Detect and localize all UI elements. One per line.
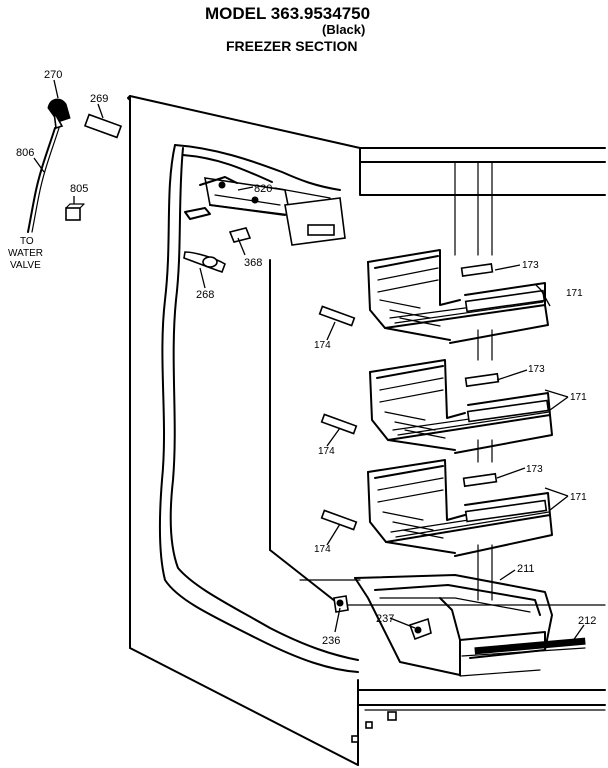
callout-211: 211 (517, 563, 535, 575)
water-label-line2: WATER (8, 248, 43, 259)
callout-368: 368 (244, 257, 262, 269)
callout-174-upper: 174 (314, 340, 331, 351)
callout-805: 805 (70, 183, 88, 195)
section-title: FREEZER SECTION (226, 38, 358, 54)
callout-174-lower: 174 (314, 544, 331, 555)
cabinet-shell (127, 95, 606, 766)
callout-labels: 270 269 806 805 820 368 268 173 171 174 … (8, 69, 596, 647)
diagram-title: MODEL 363.9534750 (205, 4, 371, 23)
callout-171-upper: 171 (566, 288, 583, 299)
callout-212: 212 (578, 615, 596, 627)
callout-171-lower: 171 (570, 492, 587, 503)
callout-171-middle: 171 (570, 392, 587, 403)
callout-236: 236 (322, 635, 340, 647)
base-details (351, 711, 397, 743)
icemaker-small-parts (183, 227, 252, 274)
callout-237: 237 (376, 613, 394, 625)
callout-174-middle: 174 (318, 446, 335, 457)
leader-lines (33, 79, 585, 646)
model-variant: (Black) (322, 22, 366, 37)
freezer-liner (158, 144, 606, 673)
callout-173-middle: 173 (528, 364, 545, 375)
callout-173-lower: 173 (526, 464, 543, 475)
water-label-line1: TO (20, 236, 34, 247)
lower-basket-shelf (320, 459, 553, 557)
callout-268: 268 (196, 289, 214, 301)
rear-wall-ribs (454, 161, 493, 601)
middle-basket-shelf (320, 359, 553, 454)
bottom-bin (354, 574, 586, 677)
water-label-line3: VALVE (10, 260, 41, 271)
bottom-hardware (333, 595, 432, 641)
water-supply-parts (27, 98, 123, 233)
upper-basket-shelf (318, 249, 549, 344)
callout-806: 806 (16, 147, 34, 159)
callout-820: 820 (254, 183, 272, 195)
icemaker-assembly (184, 176, 346, 246)
callout-173-upper: 173 (522, 260, 539, 271)
callout-270: 270 (44, 69, 62, 81)
callout-269: 269 (90, 93, 108, 105)
